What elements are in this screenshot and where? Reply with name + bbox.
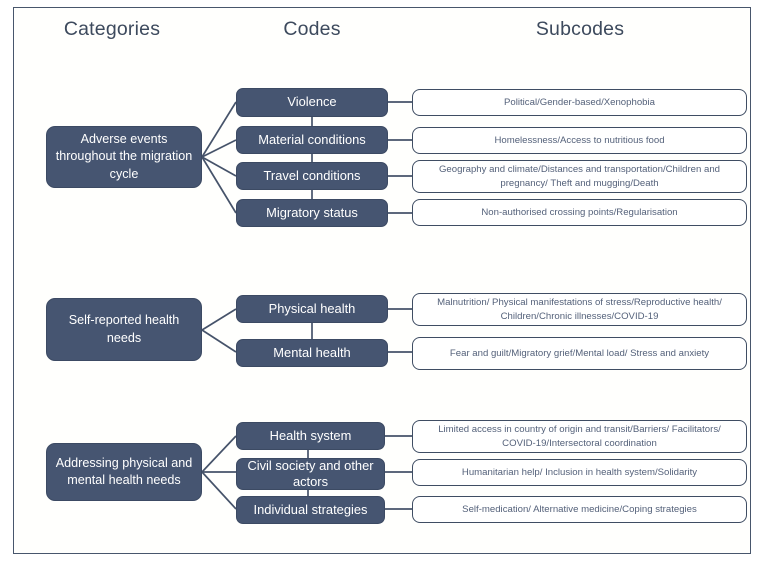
code-box-individual-strategies[interactable]: Individual strategies (236, 496, 385, 524)
category-box-adverse-events[interactable]: Adverse events throughout the migration … (46, 126, 202, 188)
subcode-box-mental-health[interactable]: Fear and guilt/Migratory grief/Mental lo… (412, 337, 747, 370)
subcode-box-migratory-status[interactable]: Non-authorised crossing points/Regularis… (412, 199, 747, 226)
subcode-box-travel-conditions[interactable]: Geography and climate/Distances and tran… (412, 160, 747, 193)
code-box-health-system[interactable]: Health system (236, 422, 385, 450)
category-box-self-reported-health-needs[interactable]: Self-reported health needs (46, 298, 202, 361)
column-heading-codes: Codes (283, 18, 341, 40)
category-box-addressing-health-needs[interactable]: Addressing physical and mental health ne… (46, 443, 202, 501)
code-box-violence[interactable]: Violence (236, 88, 388, 117)
code-box-travel-conditions[interactable]: Travel conditions (236, 162, 388, 190)
subcode-box-violence[interactable]: Political/Gender-based/Xenophobia (412, 89, 747, 116)
subcode-box-civil-society[interactable]: Humanitarian help/ Inclusion in health s… (412, 459, 747, 486)
code-box-physical-health[interactable]: Physical health (236, 295, 388, 323)
subcode-box-individual-strategies[interactable]: Self-medication/ Alternative medicine/Co… (412, 496, 747, 523)
column-heading-categories: Categories (63, 18, 161, 40)
code-box-migratory-status[interactable]: Migratory status (236, 199, 388, 227)
subcode-box-health-system[interactable]: Limited access in country of origin and … (412, 420, 747, 453)
subcode-box-material-conditions[interactable]: Homelessness/Access to nutritious food (412, 127, 747, 154)
subcode-box-physical-health[interactable]: Malnutrition/ Physical manifestations of… (412, 293, 747, 326)
code-box-material-conditions[interactable]: Material conditions (236, 126, 388, 154)
code-box-mental-health[interactable]: Mental health (236, 339, 388, 367)
column-heading-subcodes: Subcodes (535, 18, 625, 40)
code-box-civil-society[interactable]: Civil society and other actors (236, 458, 385, 490)
